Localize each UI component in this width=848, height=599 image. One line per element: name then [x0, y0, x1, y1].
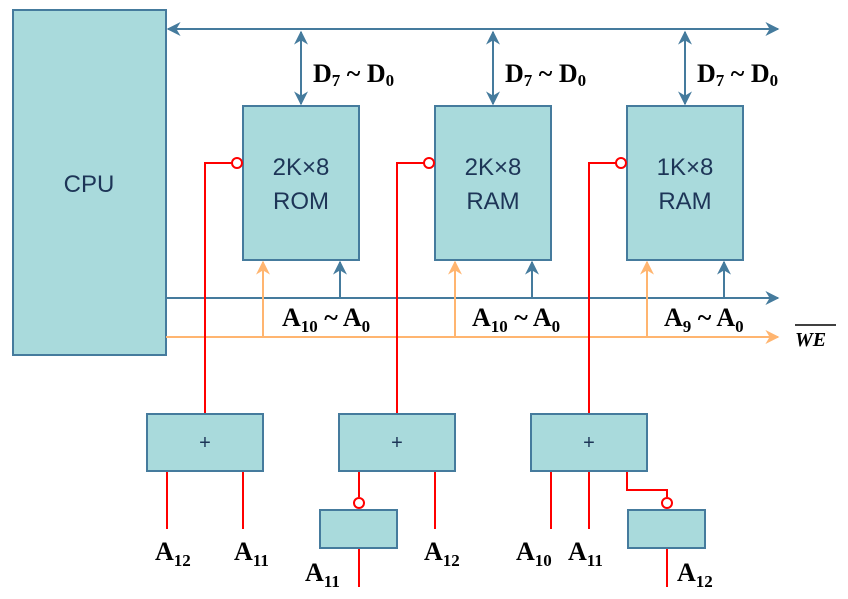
chip-ram-2k: 2K×8 RAM: [434, 30, 552, 337]
gate3-input-a10: A10: [516, 537, 552, 570]
chip-select-line-1: [204, 162, 232, 413]
gate-input-wire: [626, 472, 668, 497]
inverter-block: [627, 509, 706, 549]
chip-select-line-3: [588, 162, 616, 413]
chip-type: RAM: [466, 188, 519, 215]
or-gate-1: +: [146, 413, 264, 529]
inverter-bubble: [661, 497, 673, 509]
chip-select-line-2: [396, 162, 424, 413]
gate-symbol: +: [583, 432, 595, 454]
addr-bus-label-3: A9 ~ A0: [664, 303, 744, 336]
data-bus-label-1: D7 ~ D0: [313, 59, 394, 90]
chip-select-bubble-1: [231, 157, 243, 169]
gate-symbol: +: [391, 432, 403, 454]
data-bus-label-3: D7 ~ D0: [697, 59, 778, 90]
gate2-input-a12: A12: [424, 537, 460, 570]
chip-type: ROM: [273, 188, 329, 215]
gate1-input-a11: A11: [234, 537, 269, 570]
inverter-bubble: [353, 497, 365, 509]
addr-bus-label-2: A10 ~ A0: [472, 303, 560, 336]
gate1-input-a12: A12: [155, 537, 191, 570]
addr-bus-label-1: A10 ~ A0: [282, 303, 370, 336]
chip-ram-1k: 1K×8 RAM: [626, 30, 744, 337]
chip-select-bubble-3: [615, 157, 627, 169]
or-gate-2: +: [319, 413, 456, 587]
chip-size: 1K×8: [657, 154, 714, 181]
data-bus-label-2: D7 ~ D0: [505, 59, 586, 90]
we-label: WE: [795, 329, 826, 351]
chip-rom-2k: 2K×8 ROM: [242, 30, 360, 337]
gate3-inverter-input-a12: A12: [677, 558, 713, 591]
gate3-input-a11: A11: [568, 537, 603, 570]
or-gate-3: +: [530, 413, 706, 587]
cpu-block: CPU: [12, 9, 167, 356]
chip-size: 2K×8: [465, 154, 522, 181]
gate2-inverter-input-a11: A11: [305, 558, 340, 591]
chip-size: 2K×8: [273, 154, 330, 181]
chip-type: RAM: [658, 188, 711, 215]
cpu-label: CPU: [64, 171, 115, 198]
chip-select-bubble-2: [423, 157, 435, 169]
gate-symbol: +: [199, 432, 211, 454]
inverter-block: [319, 509, 398, 549]
